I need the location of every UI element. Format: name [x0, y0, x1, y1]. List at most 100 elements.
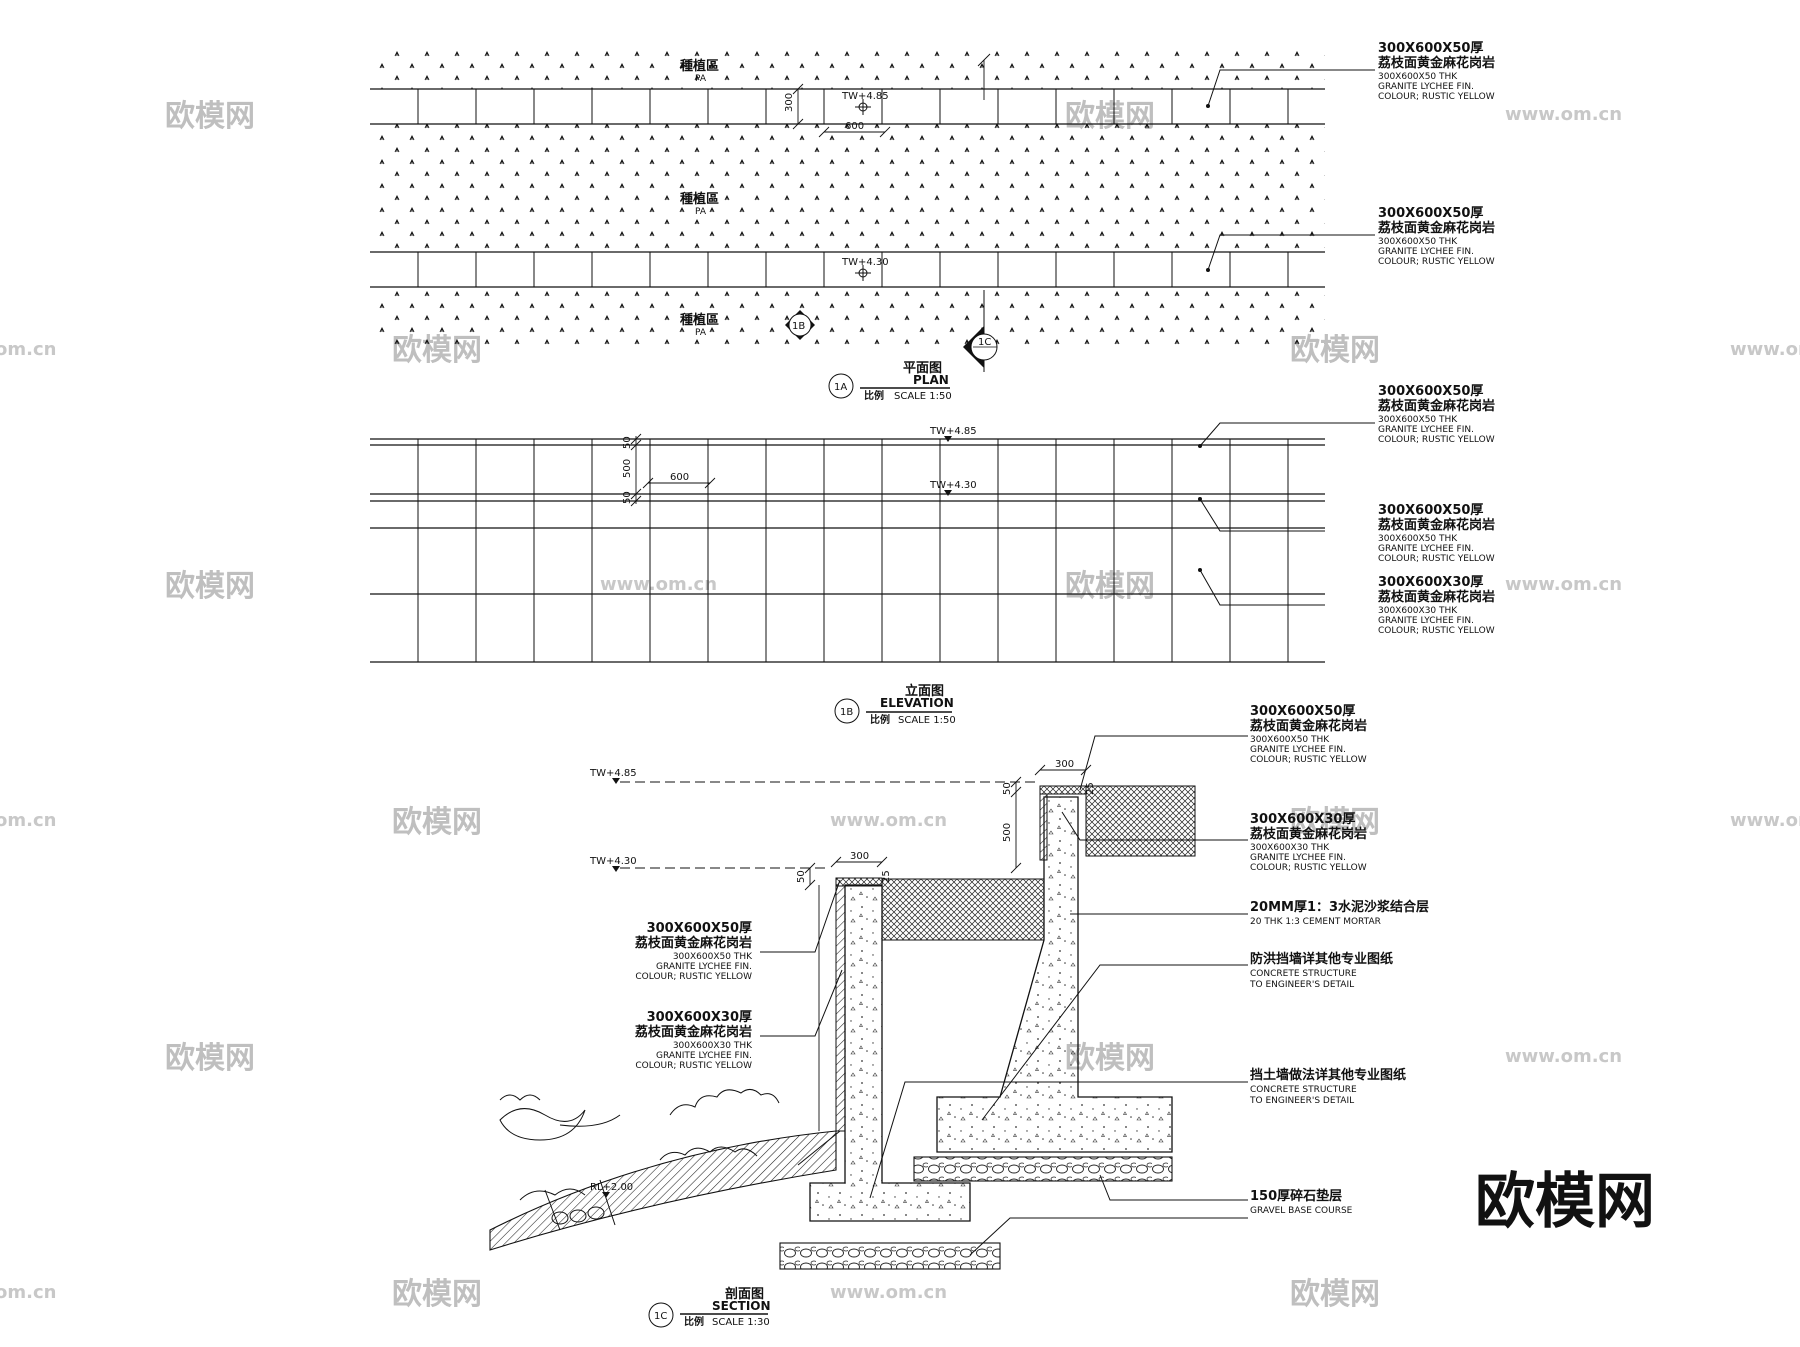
- view-marker-label: 1C: [654, 1311, 667, 1322]
- svg-text:300X600X50厚: 300X600X50厚: [1378, 383, 1483, 399]
- gravel-base-course: [913, 1156, 1173, 1182]
- coping-stone: [1039, 785, 1087, 795]
- svg-text:GRANITE LYCHEE FIN.: GRANITE LYCHEE FIN.: [1378, 82, 1474, 92]
- leader-lines: [760, 69, 1375, 1256]
- view-marker-circle: [834, 698, 860, 724]
- svg-text:荔枝面黄金麻花岗岩: 荔枝面黄金麻花岗岩: [1249, 826, 1367, 842]
- scale-label-cn: 比例: [864, 389, 884, 402]
- planting-area-hatch: [370, 287, 1325, 349]
- dimension-label: 25: [1085, 782, 1096, 795]
- view-marker-label: 1A: [834, 382, 847, 393]
- svg-text:CONCRETE STRUCTURE: CONCRETE STRUCTURE: [1250, 1085, 1357, 1095]
- watermark-layer: 欧模网 欧模网 www.om.cn 欧模网 欧模网 om.cn www.om.c…: [0, 99, 1800, 1312]
- planting-zone-code: PA: [695, 74, 707, 84]
- view-title-cn: 立面图: [905, 683, 944, 699]
- level-label: TW+4.85: [589, 768, 637, 779]
- svg-text:GRANITE LYCHEE FIN.: GRANITE LYCHEE FIN.: [656, 962, 752, 972]
- level-label: TW+4.30: [841, 257, 889, 268]
- wall-cladding: [1039, 793, 1048, 861]
- soil-fill: [1085, 785, 1196, 857]
- svg-text:荔枝面黄金麻花岗岩: 荔枝面黄金麻花岗岩: [634, 1024, 752, 1040]
- dimension-label: 50: [1002, 782, 1013, 795]
- dimension-label: 500: [622, 459, 633, 478]
- watermark-url: www.om.cn: [830, 810, 947, 831]
- scale-value: SCALE 1:50: [894, 391, 952, 402]
- view-marker-label: 1B: [840, 707, 853, 718]
- svg-text:GRANITE LYCHEE FIN.: GRANITE LYCHEE FIN.: [1378, 247, 1474, 257]
- watermark-logo: 欧模网: [165, 99, 255, 134]
- planting-sketch: [499, 1089, 780, 1231]
- svg-text:荔枝面黄金麻花岗岩: 荔枝面黄金麻花岗岩: [1377, 55, 1495, 71]
- callout-granite30: 300X600X30厚 荔枝面黄金麻花岗岩 300X600X30 THK GRA…: [1377, 574, 1495, 636]
- view-title-en: PLAN: [913, 373, 949, 387]
- brand-logo: 欧模网: [1475, 1167, 1655, 1237]
- level-label: RL+2.00: [590, 1182, 633, 1193]
- svg-text:COLOUR; RUSTIC YELLOW: COLOUR; RUSTIC YELLOW: [1378, 257, 1495, 267]
- planting-area-hatch: [370, 45, 1325, 89]
- planting-zone-code: PA: [695, 207, 707, 217]
- svg-text:1B: 1B: [792, 321, 805, 332]
- svg-text:荔枝面黄金麻花岗岩: 荔枝面黄金麻花岗岩: [1377, 589, 1495, 605]
- watermark-url: www.om.cn: [1505, 104, 1622, 125]
- planting-zone-label: 種植區: [680, 58, 719, 74]
- gravel-base-course: [779, 1242, 1001, 1270]
- svg-text:300X600X30 THK: 300X600X30 THK: [673, 1041, 753, 1051]
- svg-text:荔枝面黄金麻花岗岩: 荔枝面黄金麻花岗岩: [634, 935, 752, 951]
- svg-text:荔枝面黄金麻花岗岩: 荔枝面黄金麻花岗岩: [1249, 718, 1367, 734]
- dimension-label: 600: [670, 472, 689, 483]
- level-label: TW+4.30: [589, 856, 637, 867]
- callout-granite50: 300X600X50厚 荔枝面黄金麻花岗岩 300X600X50 THK GRA…: [1377, 205, 1495, 267]
- plan-view: 種植區 PA 種植區 PA 種植區 PA TW+4.85 TW+4.30 300…: [370, 45, 1325, 402]
- svg-text:荔枝面黄金麻花岗岩: 荔枝面黄金麻花岗岩: [1377, 517, 1495, 533]
- watermark-logo: 欧模网: [392, 1277, 482, 1312]
- coping-stone: [835, 877, 883, 887]
- svg-text:300X600X50厚: 300X600X50厚: [1378, 502, 1483, 518]
- svg-text:荔枝面黄金麻花岗岩: 荔枝面黄金麻花岗岩: [1377, 398, 1495, 414]
- dimension-label: 600: [845, 121, 864, 132]
- dimension-label: 50: [622, 491, 633, 504]
- watermark-logo: 欧模网: [165, 569, 255, 604]
- watermark-logo: 欧模网: [392, 805, 482, 840]
- section-view: TW+4.85 TW+4.30: [489, 759, 1196, 1328]
- leader-arrowheads: [1198, 104, 1210, 572]
- svg-text:COLOUR; RUSTIC YELLOW: COLOUR; RUSTIC YELLOW: [1378, 554, 1495, 564]
- callout-granite50: 300X600X50厚 荔枝面黄金麻花岗岩 300X600X50 THK GRA…: [1377, 383, 1495, 445]
- watermark-url: www.om.cn: [1730, 810, 1800, 831]
- svg-text:COLOUR; RUSTIC YELLOW: COLOUR; RUSTIC YELLOW: [1378, 92, 1495, 102]
- callout-mortar: 20MM厚1：3水泥沙浆结合层 20 THK 1:3 CEMENT MORTAR: [1250, 899, 1429, 927]
- watermark-url: om.cn: [0, 339, 56, 360]
- svg-text:TO ENGINEER'S DETAIL: TO ENGINEER'S DETAIL: [1249, 1096, 1354, 1106]
- dimension-label: 300: [1055, 759, 1074, 770]
- svg-text:GRAVEL BASE COURSE: GRAVEL BASE COURSE: [1250, 1206, 1353, 1216]
- callout-floodwall: 防洪挡墙详其他专业图纸 CONCRETE STRUCTURE TO ENGINE…: [1249, 951, 1393, 990]
- callout-granite50: 300X600X50厚 荔枝面黄金麻花岗岩 300X600X50 THK GRA…: [1377, 502, 1495, 564]
- svg-text:荔枝面黄金麻花岗岩: 荔枝面黄金麻花岗岩: [1377, 220, 1495, 236]
- svg-text:300X600X50厚: 300X600X50厚: [647, 920, 752, 936]
- view-title-en: SECTION: [712, 1299, 771, 1313]
- watermark-logo: 欧模网: [1290, 805, 1380, 840]
- view-title-cn: 平面图: [903, 361, 942, 376]
- svg-text:COLOUR; RUSTIC YELLOW: COLOUR; RUSTIC YELLOW: [1250, 863, 1367, 873]
- svg-text:GRANITE LYCHEE FIN.: GRANITE LYCHEE FIN.: [656, 1051, 752, 1061]
- svg-text:300X600X50厚: 300X600X50厚: [1378, 40, 1483, 56]
- scale-label-cn: 比例: [684, 1315, 704, 1328]
- svg-text:GRANITE LYCHEE FIN.: GRANITE LYCHEE FIN.: [1378, 425, 1474, 435]
- svg-text:300X600X30 THK: 300X600X30 THK: [1378, 606, 1458, 616]
- level-label: TW+4.85: [841, 91, 889, 102]
- watermark-logo: 欧模网: [1290, 1277, 1380, 1312]
- slope-ground: [489, 1130, 837, 1251]
- svg-text:GRANITE LYCHEE FIN.: GRANITE LYCHEE FIN.: [1378, 544, 1474, 554]
- dimension-label: 300: [784, 93, 795, 112]
- callout-granite30: 300X600X30厚 荔枝面黄金麻花岗岩 300X600X30 THK GRA…: [634, 1009, 753, 1071]
- view-marker-circle: [828, 373, 854, 399]
- elevation-view: TW+4.85 TW+4.30 50 500 50 600 1B 立面图 ELE…: [370, 426, 1325, 726]
- paving-joints: [417, 252, 1289, 287]
- watermark-url: www.om.cn: [1505, 1046, 1622, 1067]
- level-label: TW+4.30: [929, 480, 977, 491]
- watermark-url: www.om.cn: [830, 1282, 947, 1303]
- svg-text:COLOUR; RUSTIC YELLOW: COLOUR; RUSTIC YELLOW: [1378, 435, 1495, 445]
- facade-joints: [417, 439, 1289, 662]
- planting-area-hatch: [370, 124, 1325, 252]
- level-target-icon: [855, 99, 871, 115]
